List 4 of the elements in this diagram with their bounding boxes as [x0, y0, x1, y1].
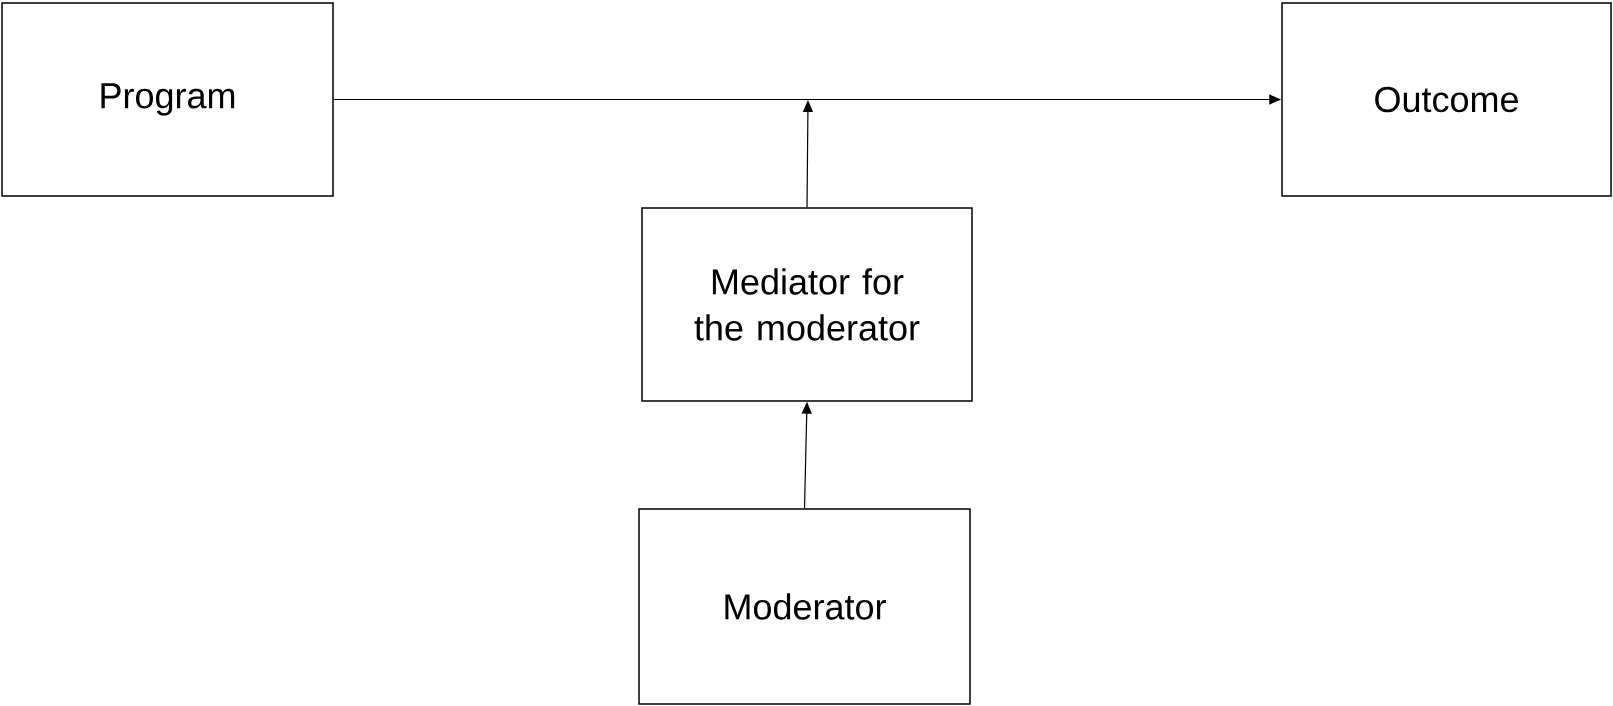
box: Outcome: [1281, 2, 1612, 197]
box: Program: [1, 2, 334, 197]
box: Mediator for the moderator: [641, 207, 973, 402]
box: Moderator: [638, 508, 971, 705]
